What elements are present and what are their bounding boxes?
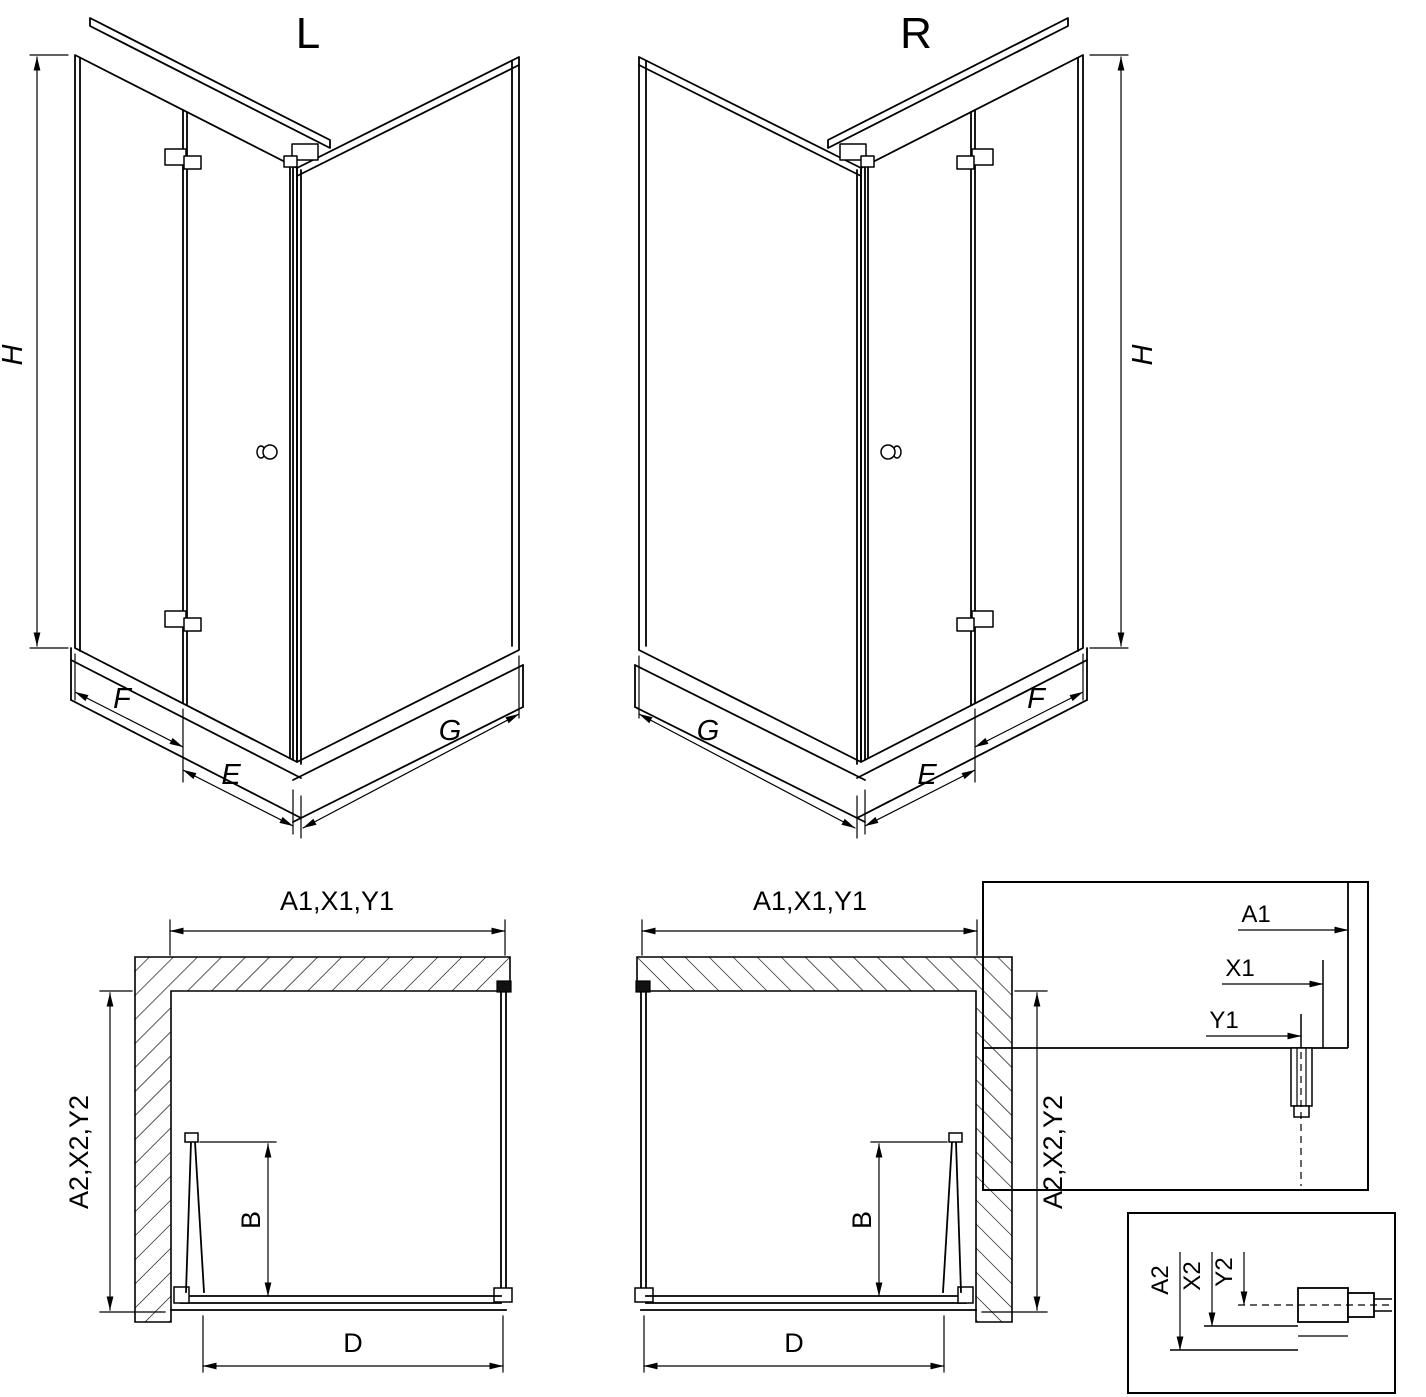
plan-view-right: A1,X1,Y1 A2,X2,Y2 B D: [635, 886, 1068, 1372]
dim-label-h-left: H: [0, 344, 29, 365]
plan-left-side-dim-label: A2,X2,Y2: [64, 1095, 94, 1209]
detail-x2-label: X2: [1179, 1261, 1206, 1290]
perspective-view-right: R H F E G: [635, 9, 1159, 838]
plan-left-door-dim-label: B: [236, 1211, 266, 1229]
detail-y2-label: Y2: [1211, 1257, 1238, 1286]
dim-label-f-left: F: [113, 683, 133, 715]
dim-label-e-left: E: [221, 759, 241, 791]
view-left-title: L: [296, 9, 320, 58]
detail-a2-label: A2: [1147, 1265, 1174, 1294]
dim-label-h-right: H: [1127, 344, 1159, 365]
plan-right-side-dim-label: A2,X2,Y2: [1038, 1095, 1068, 1209]
view-right-title: R: [900, 9, 932, 58]
plan-right-width-dim-label: D: [784, 1328, 804, 1358]
detail-y1-label: Y1: [1209, 1007, 1238, 1034]
plan-left-top-dim-label: A1,X1,Y1: [280, 886, 394, 916]
detail-top-profile: A1 X1 Y1: [982, 881, 1369, 1191]
detail-a1-label: A1: [1241, 901, 1270, 928]
dim-label-e-right: E: [917, 759, 937, 791]
dim-label-f-right: F: [1027, 683, 1047, 715]
perspective-view-left: L H F E G: [0, 9, 523, 838]
dim-label-g-left: G: [439, 715, 462, 747]
plan-left-width-dim-label: D: [343, 1328, 363, 1358]
plan-view-left: A1,X1,Y1 A2,X2,Y2 B D: [64, 886, 512, 1372]
plan-right-top-dim-label: A1,X1,Y1: [753, 886, 867, 916]
plan-right-door-dim-label: B: [847, 1211, 877, 1229]
dim-label-g-right: G: [697, 715, 720, 747]
detail-x1-label: X1: [1225, 955, 1254, 982]
detail-bottom-profile: A2 X2 Y2: [1127, 1212, 1396, 1394]
